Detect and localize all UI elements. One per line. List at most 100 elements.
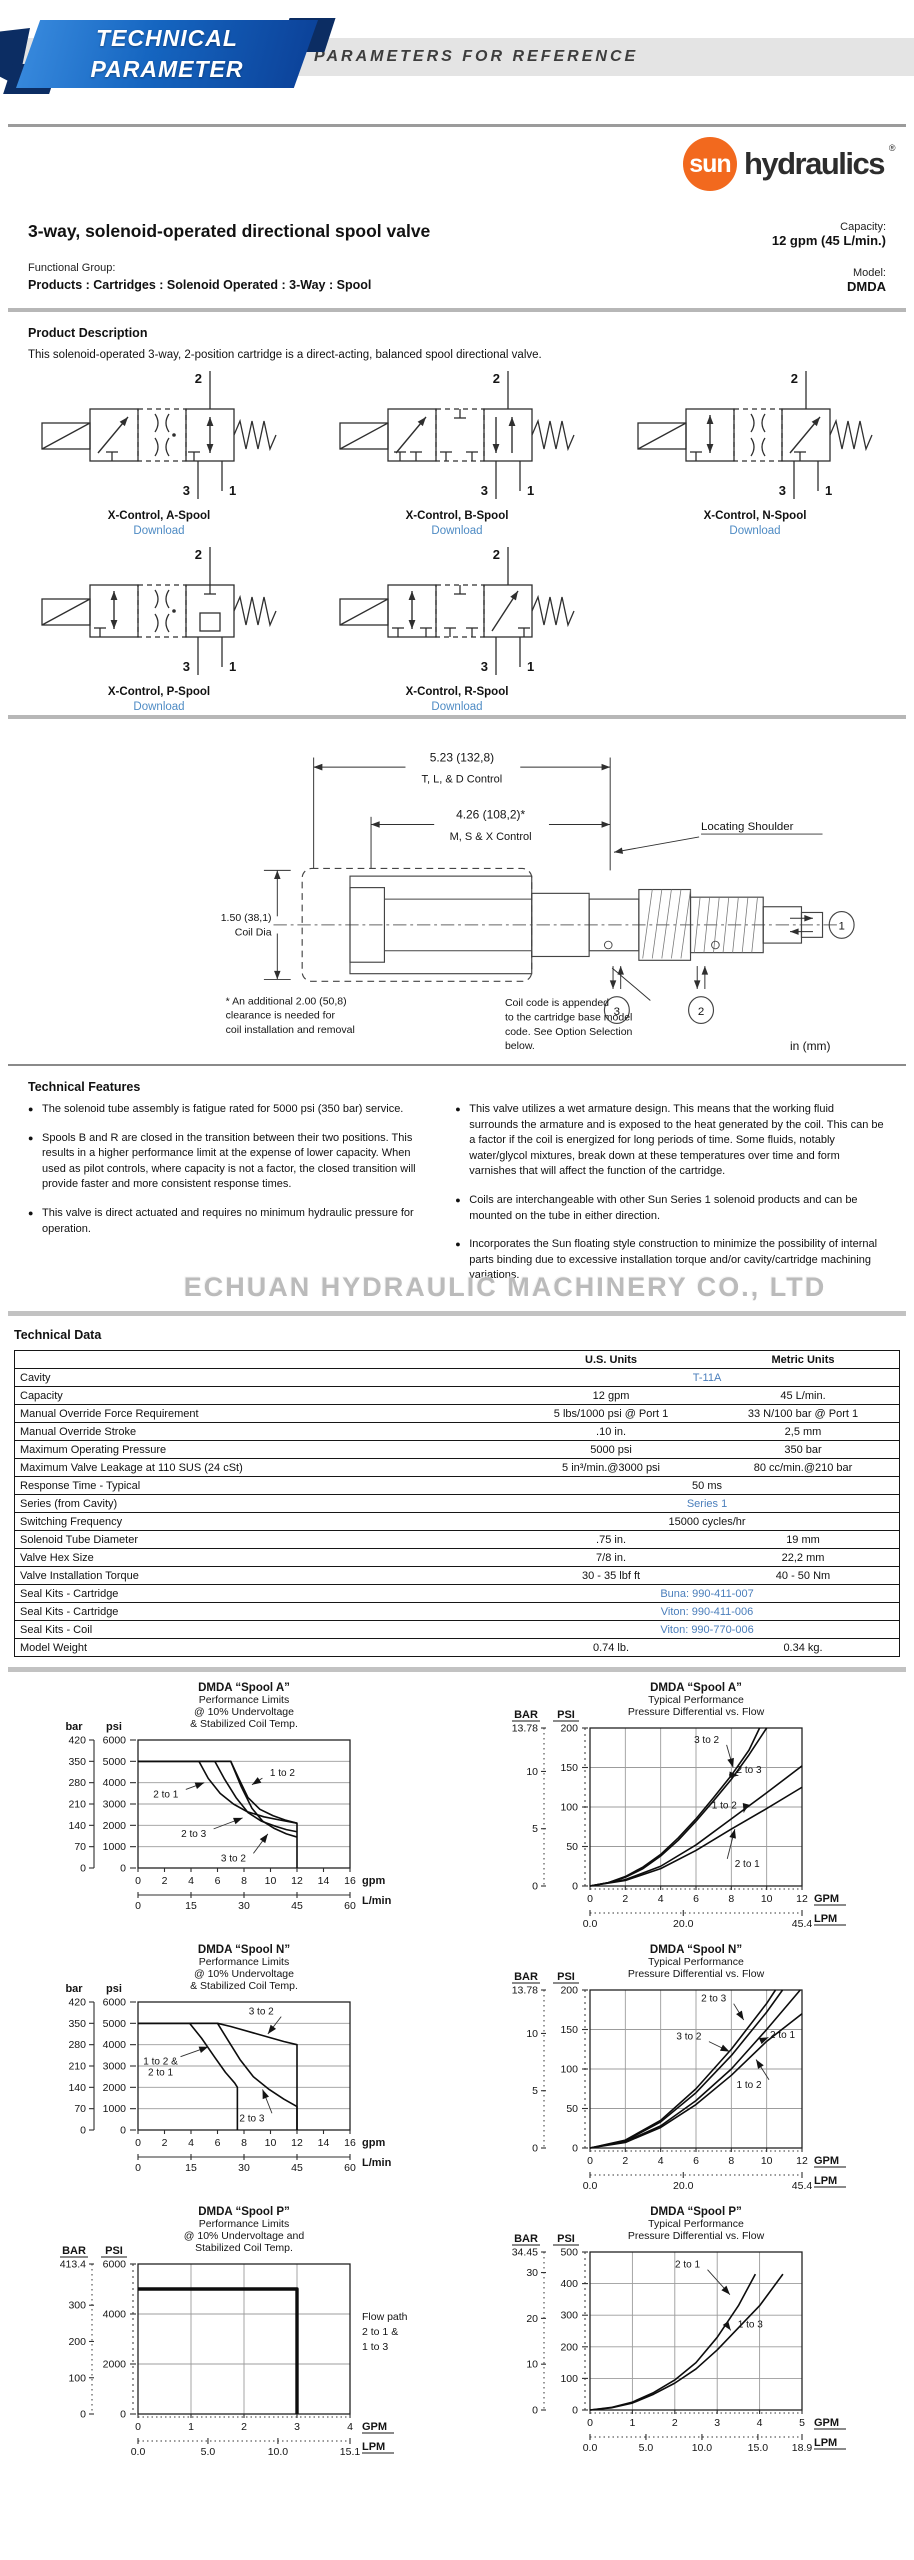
curve-label: 3 to 2 [221,1853,246,1864]
curve-label: 2 to 1 [675,2260,700,2271]
functional-group-row: Functional Group: Products : Cartridges … [28,262,886,294]
bullet-dot: ● [455,1239,461,1250]
logo-sun-text: sun [689,149,731,178]
performance-charts-grid: DMDA “Spool A”Performance Limits@ 10% Un… [6,1678,914,2464]
psi-tick-label: 200 [560,1723,578,1735]
features-left-column: ● The solenoid tube assembly is fatigue r… [28,1102,431,1297]
divider [8,715,906,719]
download-link[interactable]: Download [431,525,483,537]
gpm-tick-label: 4 [188,2137,194,2149]
row-value-link[interactable]: Buna: 990-411-007 [660,1587,754,1600]
chart-title-line: Pressure Differential vs. Flow [628,1706,765,1718]
psi-tick-label: 0 [572,2143,578,2155]
gpm-tick-label: 8 [728,2155,734,2167]
bullet-dot: ● [455,1104,461,1114]
y-axis-unit-left: BAR [514,2233,538,2245]
row-value-link[interactable]: Series 1 [686,1497,728,1510]
divider [8,1064,906,1066]
bar-tick-label: 280 [68,1777,86,1789]
psi-tick-label: 0 [120,1863,126,1875]
gpm-tick-label: 14 [318,2137,330,2149]
banner-strip-text: PARTIAL PARAMETERS FOR REFERENCE [218,48,639,65]
row-label: Manual Override Stroke [20,1425,137,1438]
bar-tick-label: 210 [68,1799,86,1811]
port-3-label: 3 [481,659,488,674]
row-value-link[interactable]: Viton: 990-770-006 [660,1623,754,1636]
bar-tick-label: 210 [68,2061,86,2073]
gpm-tick-label: 4 [658,1893,664,1905]
feature-text: Coils are interchangeable with other Sun… [469,1194,858,1222]
lpm-tick-label: 5.0 [639,2442,654,2454]
gpm-tick-label: 6 [215,1875,221,1887]
x-axis-unit-lpm: LPM [362,2441,385,2453]
logo-row: sun hydraulics® [0,127,914,205]
chart-title-line: @ 10% Undervoltage and [184,2230,305,2242]
row-value: 50 ms [692,1479,722,1492]
psi-tick-label: 50 [566,1841,578,1853]
row-value-link[interactable]: Viton: 990-411-006 [660,1605,754,1618]
schematic-caption: X-Control, B-Spool [405,510,509,522]
row-value-metric: 45 L/min. [780,1389,826,1402]
x-axis-unit-gpm: GPM [362,2421,387,2433]
download-link[interactable]: Download [431,701,483,713]
chart-title-line: Typical Performance [648,1694,744,1706]
bullet-dot: ● [28,1104,34,1114]
chart-a_limits: DMDA “Spool A”Performance Limits@ 10% Un… [65,1682,391,1912]
table-row: Maximum Valve Leakage at 110 SUS (24 cSt… [15,1459,899,1478]
chart-title-line: DMDA “Spool P” [650,2206,742,2218]
row-value-metric: 33 N/100 bar @ Port 1 [747,1407,859,1420]
column-header-us-units: U.S. Units [585,1353,637,1366]
download-link[interactable]: Download [133,701,185,713]
download-link[interactable]: Download [729,525,781,537]
port-3-callout: 3 [614,1006,620,1018]
schematic-caption: X-Control, P-Spool [107,686,211,698]
chart-p_limits: DMDA “Spool P”Performance Limits@ 10% Un… [60,2206,408,2458]
lpm-tick-label: 0 [135,1900,141,1912]
model-block: Model: DMDA [847,267,886,294]
technical-features-grid: ● The solenoid tube assembly is fatigue r… [28,1102,886,1297]
port-2-label: 2 [493,371,500,386]
curve-label: 2 to 1 [153,1789,178,1800]
row-value-metric: 19 mm [786,1533,820,1546]
row-value: 15000 cycles/hr [668,1515,746,1528]
row-value-link[interactable]: T-11A [692,1371,722,1384]
row-value-us: .10 in. [596,1425,626,1438]
chart-title-line: @ 10% Undervoltage [194,1968,294,1980]
divider [8,308,906,312]
gpm-tick-label: 4 [188,1875,194,1887]
gpm-tick-label: 8 [241,2137,247,2149]
series-2-to-3 [589,1727,768,1887]
row-label: Model Weight [20,1641,88,1654]
chart-a_typ: DMDA “Spool A”Typical PerformancePressur… [512,1682,846,1930]
gpm-tick-label: 0 [135,2421,141,2433]
feature-bullet-left-3: ●This valve is direct actuated and requi… [28,1206,431,1237]
row-value-us: 5 lbs/1000 psi @ Port 1 [553,1407,669,1420]
download-link[interactable]: Download [133,525,185,537]
gpm-tick-label: 1 [629,2417,635,2429]
psi-tick-label: 300 [560,2310,578,2322]
psi-tick-label: 100 [560,2064,578,2076]
functional-group-block: Functional Group: Products : Cartridges … [28,262,371,294]
chart-title-line: DMDA “Spool P” [198,2206,290,2218]
bar-tick-label: 70 [74,1841,86,1853]
psi-tick-label: 50 [566,2103,578,2115]
gpm-tick-label: 1 [188,2421,194,2433]
sun-logo-circle: sun [682,137,737,191]
gpm-tick-label: 2 [162,2137,168,2149]
series-2-to-3 [138,2022,298,2131]
x-axis-unit-gpm: gpm [362,1875,385,1887]
gpm-tick-label: 12 [291,1875,303,1887]
feature-text: The solenoid tube assembly is fatigue ra… [42,1103,404,1115]
lpm-tick-label: 45 [291,2162,303,2174]
flow-path-note-line: Flow path [362,2311,408,2323]
lpm-tick-label: 30 [238,2162,250,2174]
